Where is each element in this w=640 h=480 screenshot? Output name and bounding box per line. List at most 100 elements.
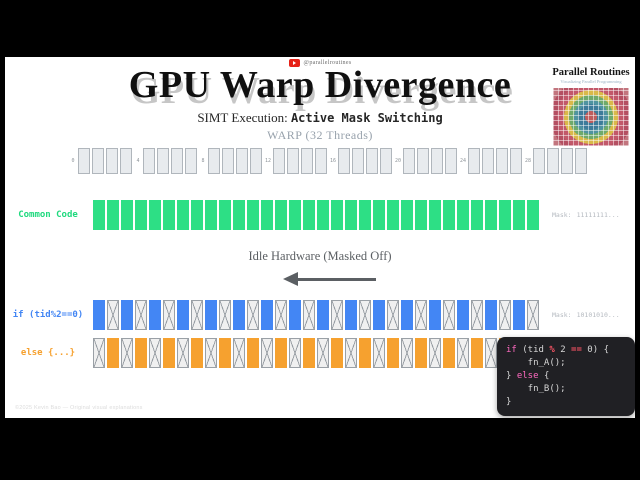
active-thread-block	[401, 300, 413, 330]
masked-thread-block	[457, 338, 469, 368]
active-thread-block	[135, 338, 147, 368]
active-thread-block	[205, 200, 217, 230]
thread-cell	[482, 148, 494, 174]
masked-thread-block	[107, 300, 119, 330]
masked-thread-block	[527, 300, 539, 330]
mask-value: 11111111...	[576, 211, 620, 219]
masked-thread-block	[205, 338, 217, 368]
mask-label: Mask:	[552, 211, 572, 219]
channel-badge: @parallelroutines	[5, 59, 635, 67]
thread-group: 4	[134, 148, 199, 174]
masked-thread-block	[163, 300, 175, 330]
active-thread-block	[107, 200, 119, 230]
row-label: if (tid%2==0)	[12, 310, 84, 320]
code-snippet: if (tid % 2 == 0) { fn_A();} else { fn_B…	[497, 337, 635, 416]
thread-cell	[287, 148, 299, 174]
masked-thread-block	[429, 338, 441, 368]
masked-thread-block	[93, 338, 105, 368]
thread-index-label: 4	[136, 158, 140, 164]
row-label: else {...}	[20, 348, 76, 358]
active-thread-block	[303, 338, 315, 368]
active-thread-block	[135, 200, 147, 230]
active-thread-block	[233, 200, 245, 230]
slide-card: @parallelroutines GPU Warp Divergence SI…	[5, 57, 635, 418]
code-line: fn_A();	[506, 358, 566, 368]
active-thread-block	[205, 300, 217, 330]
active-thread-block	[247, 338, 259, 368]
active-thread-block	[429, 300, 441, 330]
active-thread-block	[513, 200, 525, 230]
thread-cell	[250, 148, 262, 174]
thread-cell	[431, 148, 443, 174]
active-thread-block	[331, 338, 343, 368]
thread-index-label: 16	[329, 158, 337, 164]
thread-cell	[533, 148, 545, 174]
active-thread-block	[191, 200, 203, 230]
mosaic-logo-image	[553, 88, 629, 146]
masked-thread-block	[303, 300, 315, 330]
masked-thread-block	[191, 300, 203, 330]
masked-thread-block	[149, 338, 161, 368]
row-label: Common Code	[18, 210, 78, 220]
active-thread-block	[513, 300, 525, 330]
active-thread-block	[415, 338, 427, 368]
thread-cell	[496, 148, 508, 174]
masked-thread-block	[415, 300, 427, 330]
active-thread-block	[443, 200, 455, 230]
thread-cell	[222, 148, 234, 174]
code-line: fn_B();	[506, 384, 566, 394]
thread-cell	[273, 148, 285, 174]
arrow-head-icon	[283, 272, 298, 286]
masked-thread-block	[289, 338, 301, 368]
thread-index-label: 24	[459, 158, 467, 164]
masked-thread-block	[401, 338, 413, 368]
thread-cell	[352, 148, 364, 174]
code-line: } else {	[506, 371, 550, 381]
thread-group: 8	[199, 148, 264, 174]
active-thread-block	[177, 300, 189, 330]
active-thread-block	[471, 338, 483, 368]
active-thread-block	[359, 338, 371, 368]
active-thread-block	[443, 338, 455, 368]
masked-thread-block	[485, 338, 497, 368]
thread-cell	[380, 148, 392, 174]
thread-cell	[417, 148, 429, 174]
active-thread-block	[401, 200, 413, 230]
warp-label: WARP (32 Threads)	[267, 128, 373, 142]
thread-cell	[445, 148, 457, 174]
active-thread-block	[415, 200, 427, 230]
idle-hardware-label: Idle Hardware (Masked Off)	[248, 249, 392, 263]
active-thread-block	[177, 200, 189, 230]
thread-cell	[171, 148, 183, 174]
masked-thread-block	[247, 300, 259, 330]
active-thread-block	[219, 338, 231, 368]
thread-index-label: 8	[201, 158, 205, 164]
thread-cell	[120, 148, 132, 174]
active-thread-block	[107, 338, 119, 368]
active-thread-block	[93, 300, 105, 330]
active-thread-block	[163, 200, 175, 230]
thread-cell	[236, 148, 248, 174]
active-thread-block	[317, 200, 329, 230]
active-thread-block	[261, 200, 273, 230]
thread-index-label: 20	[394, 158, 402, 164]
thread-group: 24	[459, 148, 524, 174]
active-thread-block	[457, 300, 469, 330]
thread-group: 16	[329, 148, 394, 174]
thread-cell	[510, 148, 522, 174]
thread-cell	[338, 148, 350, 174]
thread-cell	[185, 148, 197, 174]
thread-blocks	[93, 200, 539, 230]
active-thread-block	[457, 200, 469, 230]
thread-cell	[468, 148, 480, 174]
brand-tagline: Visualizing Parallel Programming	[560, 79, 622, 84]
active-thread-block	[373, 300, 385, 330]
subtitle-mono: Active Mask Switching	[290, 111, 443, 125]
active-thread-block	[121, 300, 133, 330]
play-triangle-icon	[292, 61, 296, 65]
active-thread-block	[275, 338, 287, 368]
subtitle-serif: SIMT Execution:	[197, 110, 291, 125]
masked-thread-block	[135, 300, 147, 330]
left-arrow	[283, 271, 383, 287]
